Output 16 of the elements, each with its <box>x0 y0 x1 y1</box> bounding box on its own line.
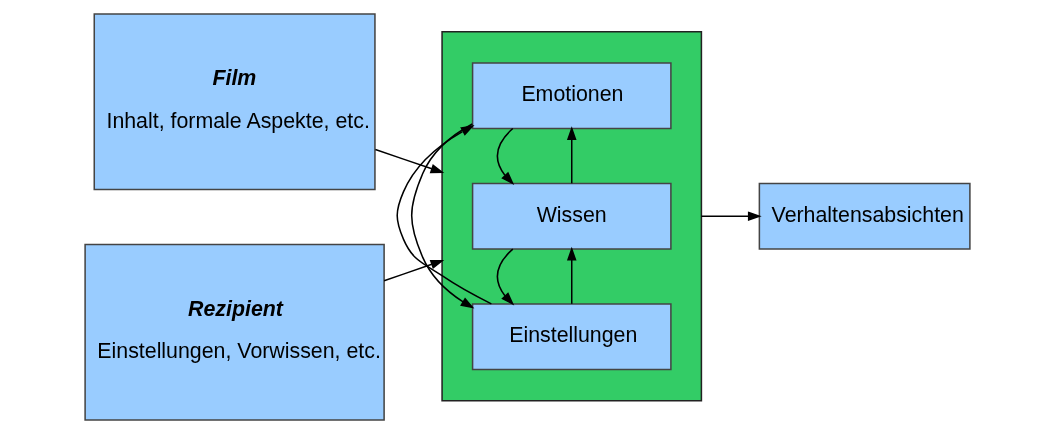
arrow <box>496 127 514 185</box>
arrow <box>395 125 492 305</box>
node-box: Rezipient Einstellungen, Vorwissen, etc. <box>83 243 385 421</box>
node-box: Wissen <box>471 182 672 250</box>
arrow <box>566 126 577 185</box>
arrow <box>496 248 514 306</box>
arrow <box>382 259 444 282</box>
node-box: Verhaltensabsichten <box>758 182 971 250</box>
node-box: Emotionen <box>471 62 672 130</box>
cluster <box>440 30 702 402</box>
node-box: Einstellungen <box>471 303 672 371</box>
arrow <box>374 148 444 174</box>
arrow <box>566 246 577 305</box>
arrow <box>700 211 762 222</box>
arrow <box>410 123 474 309</box>
node-box: Film Inhalt, formale Aspekte, etc. <box>93 13 376 191</box>
